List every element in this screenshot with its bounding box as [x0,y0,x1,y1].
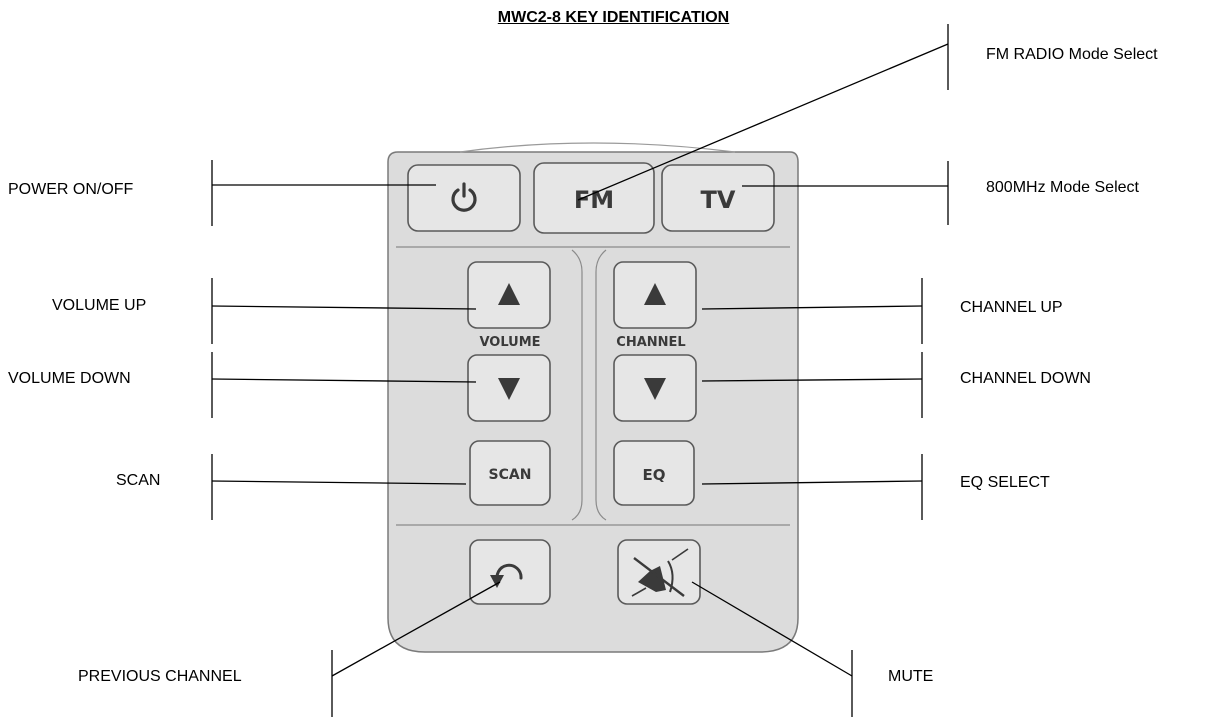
divider-center-left [571,249,583,521]
channel-down-key[interactable] [613,354,697,422]
volume-down-key[interactable] [467,354,551,422]
label-volume-down: VOLUME DOWN [8,370,131,387]
tv-key-label: TV [701,186,736,214]
triangle-down-icon [498,378,520,400]
callout-lines [211,24,949,717]
callout-fm-line [577,43,949,201]
mute-key[interactable] [617,539,701,605]
power-key[interactable] [407,164,521,232]
callout-scan-line [211,480,467,485]
channel-up-key[interactable] [613,261,697,329]
triangle-down-icon [644,378,666,400]
triangle-up-icon [644,283,666,305]
callout-previous-line [331,581,501,677]
callout-volume-up-line [211,305,477,310]
label-previous-channel: PREVIOUS CHANNEL [78,668,242,685]
label-volume-up: VOLUME UP [52,297,147,314]
volume-up-key[interactable] [467,261,551,329]
power-icon [451,182,477,212]
label-channel-up: CHANNEL UP [960,299,1063,316]
callout-channel-down-line [701,378,923,382]
tv-key[interactable]: TV [661,164,775,232]
diagram-title: MWC2-8 KEY IDENTIFICATION [497,9,730,26]
label-mute: MUTE [888,668,934,685]
triangle-up-icon [498,283,520,305]
fm-key[interactable]: FM [533,162,655,234]
previous-channel-key[interactable] [469,539,551,605]
eq-key[interactable]: EQ [613,440,695,506]
callout-channel-up-line [701,305,923,310]
eq-key-label: EQ [643,466,666,484]
channel-group-label: CHANNEL [616,335,685,350]
divider-center-right [595,249,607,521]
scan-key-label: SCAN [489,467,532,483]
label-eq-select: EQ SELECT [960,474,1050,491]
fm-key-label: FM [574,186,614,214]
scan-key[interactable]: SCAN [469,440,551,506]
mute-icon [631,548,689,597]
label-scan: SCAN [116,472,161,489]
callout-mute-line [691,581,853,677]
label-power-on-off: POWER ON/OFF [8,181,134,198]
volume-group-label: VOLUME [479,335,540,350]
return-arrow-icon [490,563,523,588]
callout-eq-line [701,480,923,485]
label-fm-radio-mode-select: FM RADIO Mode Select [986,46,1158,63]
remote-top-ridge [459,142,736,153]
label-channel-down: CHANNEL DOWN [960,370,1091,387]
callout-volume-down-line [211,378,477,383]
label-800mhz-mode-select: 800MHz Mode Select [986,179,1139,196]
